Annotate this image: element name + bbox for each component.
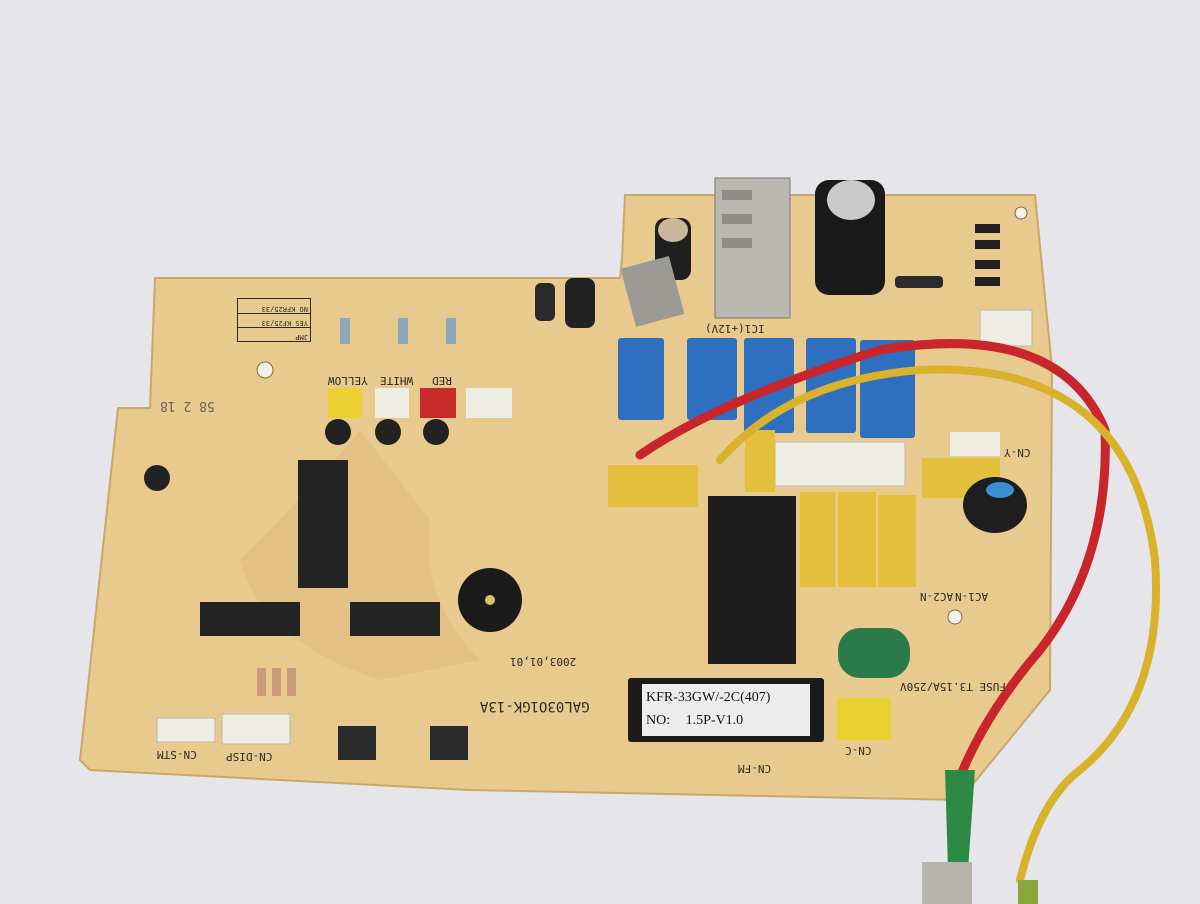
x-capacitor [608,465,698,507]
ic-ic5 [200,602,300,636]
silk-ac2-n: AC2-N [920,590,954,603]
connector-yellow [328,388,362,418]
relay [860,340,915,438]
connector-red [420,388,456,418]
silk-cn-stm: CN-STM [157,748,197,761]
relay [687,338,737,420]
silk-red: RED [432,374,452,387]
mounting-hole [256,361,274,379]
spade-terminal [945,770,975,870]
silk-white: WHITE [380,374,414,387]
silk-cn-disp: CN-DISP [226,750,273,763]
ic-mcu [298,460,348,588]
switch-sw1 [338,726,376,760]
silk-fuse: FUSE T3.15A/250V [900,680,1006,693]
silk-cn-y: CN-Y [1004,446,1031,459]
connector-cn-fan [774,441,906,487]
fuse [838,628,910,678]
silk-part-number: GAL03O1GK-13A [480,698,590,714]
mounting-hole [1014,206,1028,220]
silk-cn-fm: CN-FM [738,762,772,775]
silk-ic1: IC1(+12V) [705,322,765,335]
silk-ac1-n: AC1-N [955,590,989,603]
jumper-table: JMP YES KF25/33 NO KFR25/33 [237,298,311,342]
mounting-hole [947,609,963,625]
power-relay [708,496,796,664]
connector-white [375,388,409,418]
silk-stamp: 58 2 18 [160,398,215,413]
no-prefix: NO: [646,713,671,728]
silk-cn-c: CN-C [845,744,872,757]
relay [618,338,664,420]
switch-sw2 [430,726,468,760]
silk-date: 2003,01,01 [510,655,577,668]
ic-ic6 [350,602,440,636]
model-label-sticker: KFR-33GW/-2C(407) NO: 1.5P-V1.0 [628,678,824,742]
version: 1.5P-V1.0 [685,713,744,728]
wire-yellow [716,365,1161,884]
model-number: KFR-33GW/-2C(407) [646,690,771,705]
connector-cn-stm [156,717,216,743]
voltage-regulator [620,255,685,327]
wire-red [635,339,1110,795]
connector-cn-c [837,698,891,740]
connector-cn-disp [221,713,291,745]
silk-yellow: YELLOW [328,374,368,387]
